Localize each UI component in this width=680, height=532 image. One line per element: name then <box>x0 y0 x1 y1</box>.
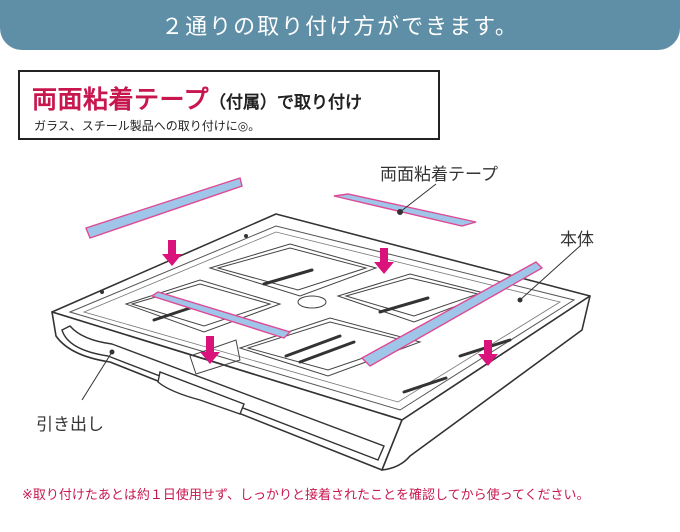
body-label: 本体 <box>560 230 594 250</box>
tape-strips <box>85 177 544 367</box>
arrow-down-4 <box>478 340 498 366</box>
tape-strip-right <box>360 261 544 367</box>
method-title: 両面粘着テープ（付属）で取り付け <box>32 80 362 116</box>
product-diagram <box>51 177 591 471</box>
banner-title: ２通りの取り付け方ができます。 <box>161 15 519 40</box>
method-box: 両面粘着テープ（付属）で取り付け ガラス、スチール製品への取り付けに◎。 <box>18 70 440 140</box>
arrow-down-1 <box>162 240 182 266</box>
drawer <box>61 325 385 461</box>
header-banner: ２通りの取り付け方ができます。 <box>0 0 680 50</box>
placement-arrows <box>162 240 498 366</box>
footnote: ※取り付けたあとは約１日使用せず、しっかりと接着されたことを確認してから使ってく… <box>22 488 590 503</box>
arrow-down-3 <box>200 336 220 364</box>
tape-label: 両面粘着テープ <box>380 165 498 185</box>
tape-callout-line <box>399 183 437 213</box>
drawer-label: 引き出し <box>36 415 104 435</box>
method-title-main: 両面粘着テープ <box>32 85 210 114</box>
tape-strip-top-right <box>333 193 477 227</box>
tray-inner-rim <box>68 225 576 411</box>
method-title-suffix: （付属）で取り付け <box>209 93 363 113</box>
method-note: ガラス、スチール製品への取り付けに◎。 <box>34 119 261 133</box>
drawer-callout-line <box>81 351 113 401</box>
body-callout-line <box>519 245 581 301</box>
tape-strip-top-left <box>85 177 243 239</box>
arrow-down-2 <box>374 248 394 274</box>
tape-strip-middle <box>150 291 292 339</box>
